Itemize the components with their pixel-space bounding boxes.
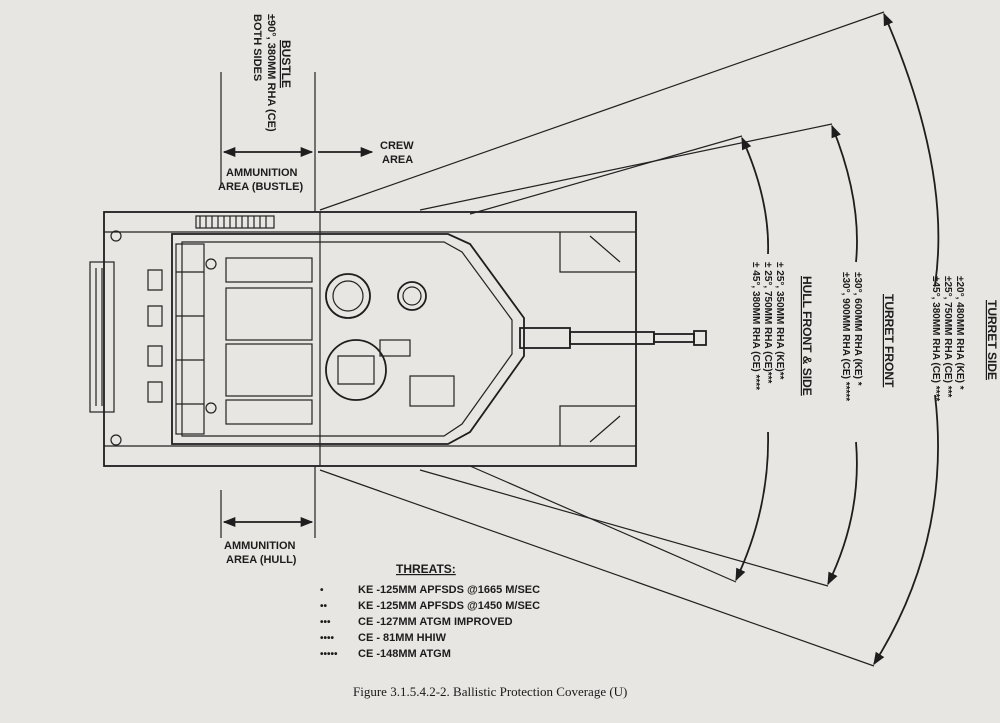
threat-marker-5: •••••: [320, 649, 338, 660]
turret-side-title: TURRET SIDE: [985, 300, 999, 380]
bustle-label: BUSTLE ±90°, 380MM RHA (CE) BOTH SIDES: [251, 14, 293, 132]
hull-front-lines: ± 25°, 350MM RHA (KE)** ± 25°, 750MM RHA…: [750, 262, 785, 390]
commander-hatch: [325, 273, 371, 319]
hull-front-line-3: ± 45°, 380MM RHA (CE) ****: [750, 262, 761, 390]
turret-front-title: TURRET FRONT: [882, 294, 896, 388]
turret-front-line-2: ±30°, 900MM RHA (CE) *****: [840, 272, 851, 401]
hull-front-line-2: ± 25°, 750MM RHA (CE)***: [762, 262, 773, 383]
figure-caption: Figure 3.1.5.4.2-2. Ballistic Protection…: [353, 684, 627, 699]
tank-top-view: [89, 211, 707, 467]
bustle-rack-top: [195, 215, 275, 229]
turret-side-lines: ±20°, 480MM RHA (KE) * ±25°, 750MM RHA (…: [930, 276, 965, 401]
hull-outline: [103, 211, 637, 467]
threat-text-3: CE -127MM ATGM IMPROVED: [358, 616, 513, 628]
loader-hatch: [397, 281, 427, 311]
threat-marker-2: ••: [320, 601, 328, 612]
threat-text-4: CE - 81MM HHIW: [358, 632, 447, 644]
turret-side-line-3: ±45°, 380MM RHA (CE) ****: [930, 276, 941, 401]
turret-front-block: TURRET FRONT: [882, 294, 896, 388]
hull-front-line-1: ± 25°, 350MM RHA (KE)**: [774, 262, 785, 380]
bustle-sides: BOTH SIDES: [251, 14, 263, 81]
coverage-arcs: [735, 12, 940, 666]
ammo-hull-label-2: AREA (HULL): [226, 554, 297, 566]
threat-text-5: CE -148MM ATGM: [358, 648, 451, 660]
turret-front-lines: ±30°, 600MM RHA (KE) * ±30°, 900MM RHA (…: [840, 272, 863, 401]
threat-marker-1: •: [320, 585, 324, 596]
ammo-bustle-label-2: AREA (BUSTLE): [218, 181, 303, 193]
hull-front-block: HULL FRONT & SIDE: [800, 276, 814, 396]
crew-area-label-1: CREW: [380, 140, 414, 152]
bustle-spec: ±90°, 380MM RHA (CE): [265, 14, 277, 132]
ammo-hull-label-1: AMMUNITION: [224, 540, 296, 552]
turret-outline: [171, 233, 525, 445]
threat-text-1: KE -125MM APFSDS @1665 M/SEC: [358, 584, 540, 596]
threat-marker-4: ••••: [320, 633, 335, 644]
rear-deck: [89, 261, 115, 413]
turret-front-line-1: ±30°, 600MM RHA (KE) *: [852, 272, 863, 386]
threats-legend: THREATS: • KE -125MM APFSDS @1665 M/SEC …: [320, 562, 540, 660]
main-gun: [519, 327, 707, 349]
crew-area-label-2: AREA: [382, 154, 413, 166]
bustle-title: BUSTLE: [279, 40, 293, 88]
threats-title: THREATS:: [396, 562, 456, 576]
coverage-rays: [319, 11, 885, 667]
hull-front-title: HULL FRONT & SIDE: [800, 276, 814, 396]
area-dimensions: [220, 72, 374, 538]
ammo-bustle-label-1: AMMUNITION: [226, 167, 298, 179]
threat-marker-3: •••: [320, 617, 331, 628]
turret-side-line-1: ±20°, 480MM RHA (KE) *: [954, 276, 965, 390]
turret-side-block: TURRET SIDE: [985, 300, 999, 380]
turret-side-line-2: ±25°, 750MM RHA (CE) ***: [942, 276, 953, 397]
threat-text-2: KE -125MM APFSDS @1450 M/SEC: [358, 600, 540, 612]
gunner-cupola: [325, 339, 387, 401]
